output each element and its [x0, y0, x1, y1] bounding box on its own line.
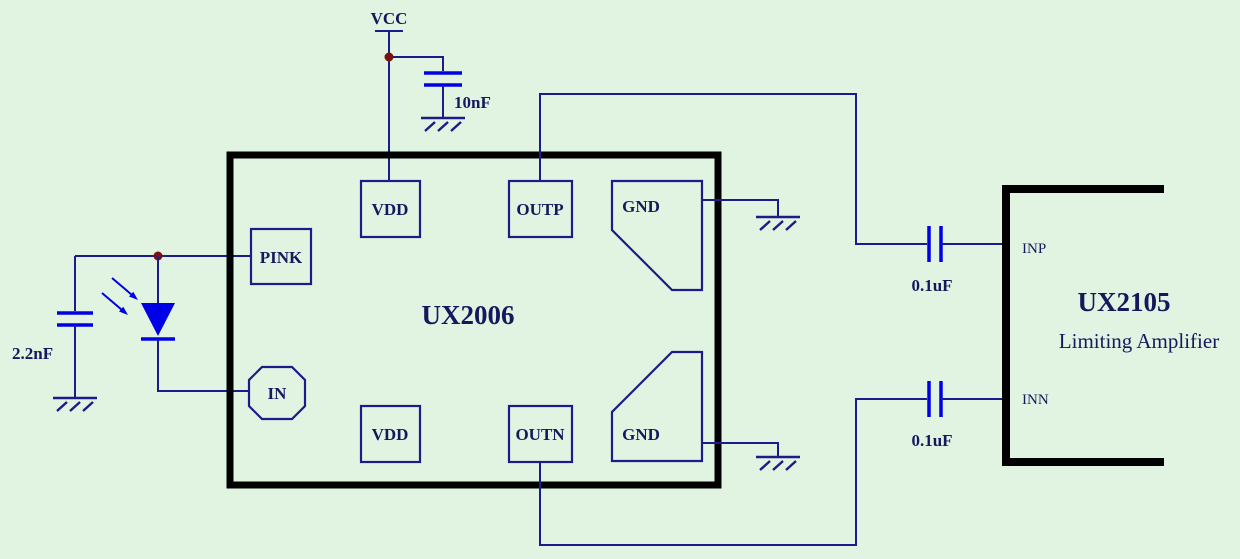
amp-chip-name: UX2105 — [1078, 287, 1171, 317]
main-chip-name: UX2006 — [422, 300, 515, 330]
vcc-label: VCC — [371, 9, 408, 28]
main-chip-outline — [226, 151, 722, 489]
vdd-top-pin-box — [359, 179, 422, 239]
pink-pin-box — [249, 227, 313, 286]
light-rays-icon — [101, 277, 138, 315]
outp-wire — [539, 93, 927, 245]
pin-label-gnd-top: GND — [622, 197, 660, 216]
pin-label-inp: INP — [1022, 241, 1046, 257]
pin-label-pink: PINK — [260, 248, 303, 267]
in-pin-wire — [157, 339, 249, 392]
in-pin-octagon — [247, 365, 307, 421]
amp-chip-subtitle: Limiting Amplifier — [1059, 329, 1219, 353]
gnd-bottom-wire — [702, 442, 779, 457]
input-cap-label: 2.2nF — [12, 344, 53, 363]
amp-chip-outline — [1002, 185, 1164, 466]
gnd-bottom-pin-shape — [610, 350, 704, 463]
vcc-branch-wire — [389, 56, 444, 71]
decoupling-cap-label: 10nF — [454, 93, 491, 112]
pin-label-in: IN — [268, 384, 288, 403]
coupling-cap-bottom-label: 0.1uF — [911, 431, 952, 450]
junction-dot — [384, 52, 394, 62]
pin-label-outn: OUTN — [515, 425, 565, 444]
outn-wire — [539, 398, 927, 546]
vdd-bottom-pin-box — [359, 404, 422, 464]
pin-label-gnd-bottom: GND — [622, 425, 660, 444]
pin-label-outp: OUTP — [516, 200, 563, 219]
gnd-top-pin-shape — [610, 179, 704, 292]
pin-label-vdd-top: VDD — [372, 200, 409, 219]
coupling-cap-top-label: 0.1uF — [911, 276, 952, 295]
pin-label-inn: INN — [1022, 392, 1049, 408]
pin-label-vdd-bottom: VDD — [372, 425, 409, 444]
gnd-top-wire — [702, 199, 779, 217]
